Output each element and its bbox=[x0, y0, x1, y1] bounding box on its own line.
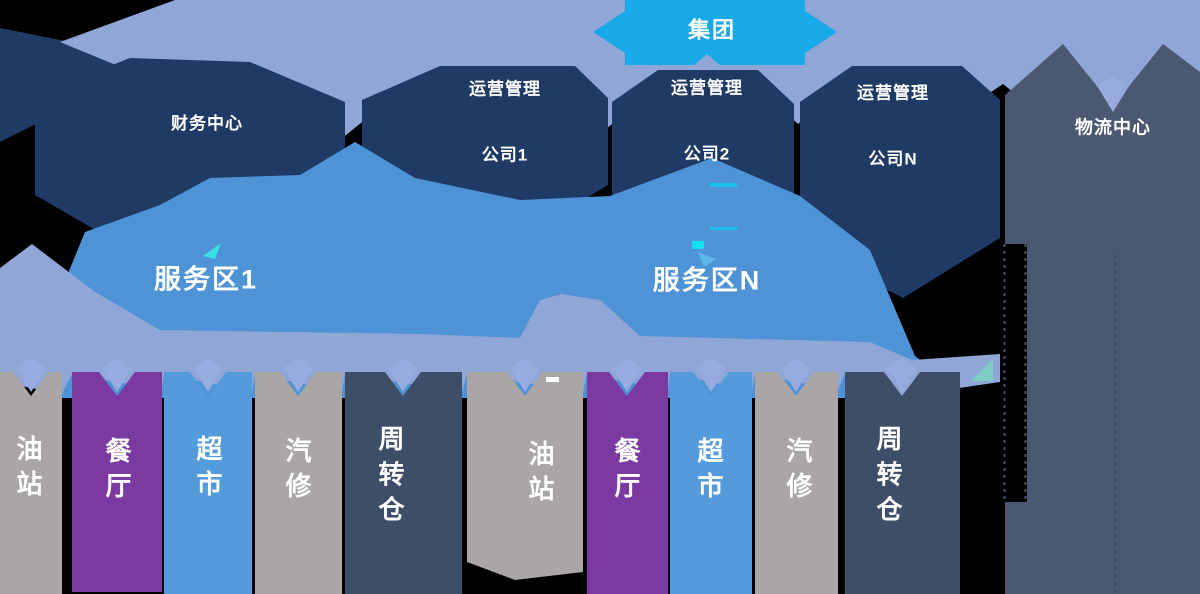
finance-center-label: 财务中心 bbox=[171, 113, 243, 133]
logistics-center-shape bbox=[1005, 44, 1200, 594]
g2-gas-station-column bbox=[467, 372, 583, 580]
arrow-diamond bbox=[612, 358, 642, 392]
arrow-diamond bbox=[510, 358, 540, 392]
arrow-diamond bbox=[696, 358, 726, 392]
g1-restaurant-label: 餐厅 bbox=[102, 436, 132, 508]
op-company-2-line1: 运营管理 bbox=[671, 78, 743, 98]
g1-gas-station-label: 油站 bbox=[13, 434, 43, 506]
g1-auto-repair-column bbox=[255, 372, 342, 594]
group-node-shape bbox=[593, 0, 837, 65]
group-node-label: 集团 bbox=[687, 17, 737, 43]
op-company-2-label: 运营管理 公司2 bbox=[671, 34, 743, 211]
g2-supermarket-column bbox=[670, 372, 752, 594]
service-area-1-label: 服务区1 bbox=[153, 264, 259, 295]
g1-restaurant-column bbox=[72, 372, 162, 592]
service-area-n-label: 服务区N bbox=[652, 265, 762, 296]
op-company-1-line2: 公司1 bbox=[481, 146, 529, 166]
g2-warehouse-column bbox=[845, 372, 960, 594]
g1-warehouse-column bbox=[345, 372, 462, 594]
logistics-dashed-slot bbox=[1003, 244, 1027, 502]
cyan-dash-accent bbox=[710, 183, 737, 187]
logistics-center-label: 物流中心 bbox=[1075, 117, 1151, 138]
cyan-square-accent bbox=[692, 241, 704, 249]
g2-restaurant-column bbox=[587, 372, 668, 594]
arrow-diamond bbox=[887, 358, 917, 392]
arrow-diamond bbox=[781, 358, 811, 392]
teal-triangle-accent bbox=[971, 359, 993, 381]
arrow-diamond bbox=[102, 358, 132, 392]
logistics-arrow-diamond bbox=[1097, 76, 1129, 112]
arrow-diamond bbox=[388, 358, 418, 392]
op-company-n-line1: 运营管理 bbox=[857, 83, 929, 103]
g1-auto-repair-label: 汽修 bbox=[282, 436, 312, 508]
op-company-n-label: 运营管理 公司N bbox=[857, 39, 929, 216]
g2-supermarket-label: 超市 bbox=[694, 436, 724, 508]
white-dash-accent bbox=[546, 377, 559, 382]
g2-restaurant-label: 餐厅 bbox=[611, 436, 641, 508]
arrow-diamond bbox=[283, 358, 313, 392]
arrow-diamond bbox=[193, 358, 223, 392]
lower-connector-band bbox=[0, 244, 1000, 396]
cyan-cursor-accent bbox=[203, 243, 221, 259]
cyan-dash-accent bbox=[710, 227, 737, 230]
blue-cursor-accent bbox=[698, 252, 716, 267]
op-company-2-line2: 公司2 bbox=[683, 145, 731, 165]
op-company-1-label: 运营管理 公司1 bbox=[469, 35, 541, 212]
g2-auto-repair-label: 汽修 bbox=[783, 436, 813, 508]
g1-supermarket-label: 超市 bbox=[193, 434, 223, 506]
g2-gas-station-label: 油站 bbox=[525, 439, 555, 511]
g1-supermarket-column bbox=[164, 372, 252, 594]
g2-warehouse-label: 周转仓 bbox=[873, 425, 903, 531]
g1-warehouse-label: 周转仓 bbox=[375, 425, 405, 531]
g2-auto-repair-column bbox=[755, 372, 838, 594]
op-company-1-line1: 运营管理 bbox=[469, 79, 541, 99]
arrow-diamond bbox=[16, 358, 46, 392]
g1-gas-station-column bbox=[0, 372, 62, 594]
op-company-n-line2: 公司N bbox=[868, 150, 918, 170]
